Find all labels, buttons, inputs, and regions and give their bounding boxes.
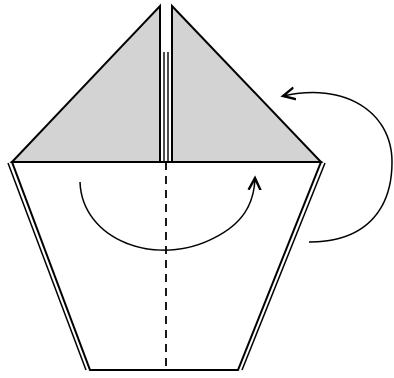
curved-arrow-icon: [79, 178, 255, 251]
left-double-edge: [7, 162, 87, 371]
right-top-flap: [171, 3, 324, 163]
right-double-edge: [241, 162, 326, 371]
left-top-flap: [9, 3, 161, 163]
turn-over-arrow-icon: [283, 93, 393, 243]
